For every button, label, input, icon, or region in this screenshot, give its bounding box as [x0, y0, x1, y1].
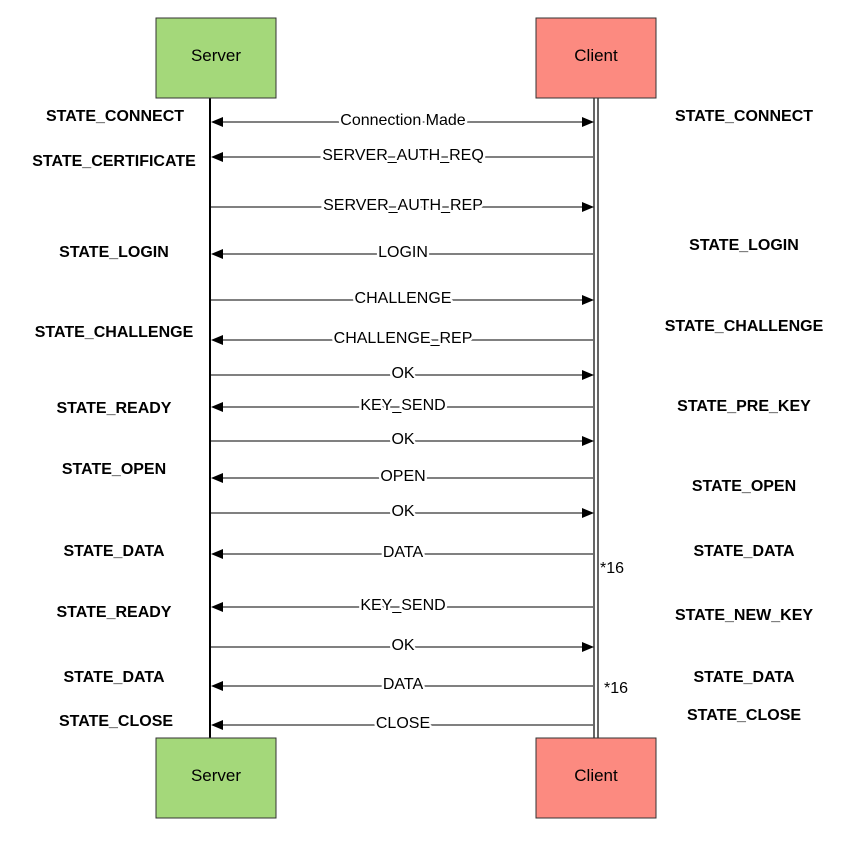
server-actor-top: Server: [155, 17, 277, 99]
message-key-send: KEY_SEND: [211, 395, 593, 417]
client-state-label: STATE_DATA: [693, 543, 794, 560]
client-actor-label: Client: [574, 46, 618, 65]
message-label: OK: [391, 637, 414, 654]
client-state-label: STATE_CONNECT: [675, 108, 813, 125]
message-label: DATA: [383, 544, 424, 561]
message-label: CHALLENGE: [355, 290, 452, 307]
message-label: KEY_SEND: [360, 397, 445, 414]
server-actor-bottom: Server: [155, 737, 277, 819]
message-label: OPEN: [380, 468, 425, 485]
message-label: SERVER_AUTH_REQ: [322, 147, 484, 164]
message-ok: OK: [209, 429, 594, 451]
server-state-label: STATE_CERTIFICATE: [32, 153, 196, 170]
message-close: CLOSE: [211, 713, 593, 735]
server-state-label: STATE_DATA: [63, 543, 164, 560]
message-challenge: CHALLENGE: [209, 288, 594, 310]
message-data: DATA: [211, 542, 593, 564]
message-label: Connection Made: [340, 112, 466, 129]
message-login: LOGIN: [211, 242, 593, 264]
repeat-note: *16: [600, 560, 624, 577]
client-state-label: STATE_DATA: [693, 669, 794, 686]
message-open: OPEN: [211, 466, 593, 488]
client-state-label: STATE_OPEN: [692, 478, 796, 495]
message-label: DATA: [383, 676, 424, 693]
message-label: CLOSE: [376, 715, 430, 732]
repeat-note: *16: [604, 680, 628, 697]
message-ok: OK: [209, 363, 594, 385]
server-actor-box: [155, 737, 277, 819]
message-label: OK: [391, 431, 414, 448]
server-state-label: STATE_LOGIN: [59, 244, 169, 261]
server-actor-label: Server: [191, 766, 241, 785]
message-label: KEY_SEND: [360, 597, 445, 614]
server-actor-label: Server: [191, 46, 241, 65]
client-state-label: STATE_PRE_KEY: [677, 398, 811, 415]
message-connection-made: Connection Made: [211, 110, 594, 132]
message-label: OK: [391, 503, 414, 520]
client-actor-box: [535, 17, 657, 99]
message-label: LOGIN: [378, 244, 428, 261]
server-state-label: STATE_CHALLENGE: [35, 324, 194, 341]
client-actor-box: [535, 737, 657, 819]
message-label: SERVER_AUTH_REP: [323, 197, 483, 214]
client-actor-top: Client: [535, 17, 657, 99]
message-challenge-rep: CHALLENGE_REP: [211, 328, 593, 350]
server-state-label: STATE_CONNECT: [46, 108, 184, 125]
message-label: CHALLENGE_REP: [334, 330, 473, 347]
server-state-label: STATE_CLOSE: [59, 713, 173, 730]
client-state-label: STATE_LOGIN: [689, 237, 799, 254]
server-state-label: STATE_READY: [57, 400, 172, 417]
message-ok: OK: [209, 501, 594, 523]
server-state-label: STATE_DATA: [63, 669, 164, 686]
message-ok: OK: [209, 635, 594, 657]
server-state-label: STATE_READY: [57, 604, 172, 621]
message-key-send: KEY_SEND: [211, 595, 593, 617]
message-server-auth-rep: SERVER_AUTH_REP: [209, 195, 594, 217]
client-actor-bottom: Client: [535, 737, 657, 819]
client-state-label: STATE_NEW_KEY: [675, 607, 813, 624]
server-state-label: STATE_OPEN: [62, 461, 166, 478]
server-actor-box: [155, 17, 277, 99]
message-server-auth-req: SERVER_AUTH_REQ: [211, 145, 593, 167]
client-actor-label: Client: [574, 766, 618, 785]
message-data: DATA: [211, 674, 593, 696]
client-state-label: STATE_CLOSE: [687, 707, 801, 724]
client-state-label: STATE_CHALLENGE: [665, 318, 824, 335]
message-label: OK: [391, 365, 414, 382]
